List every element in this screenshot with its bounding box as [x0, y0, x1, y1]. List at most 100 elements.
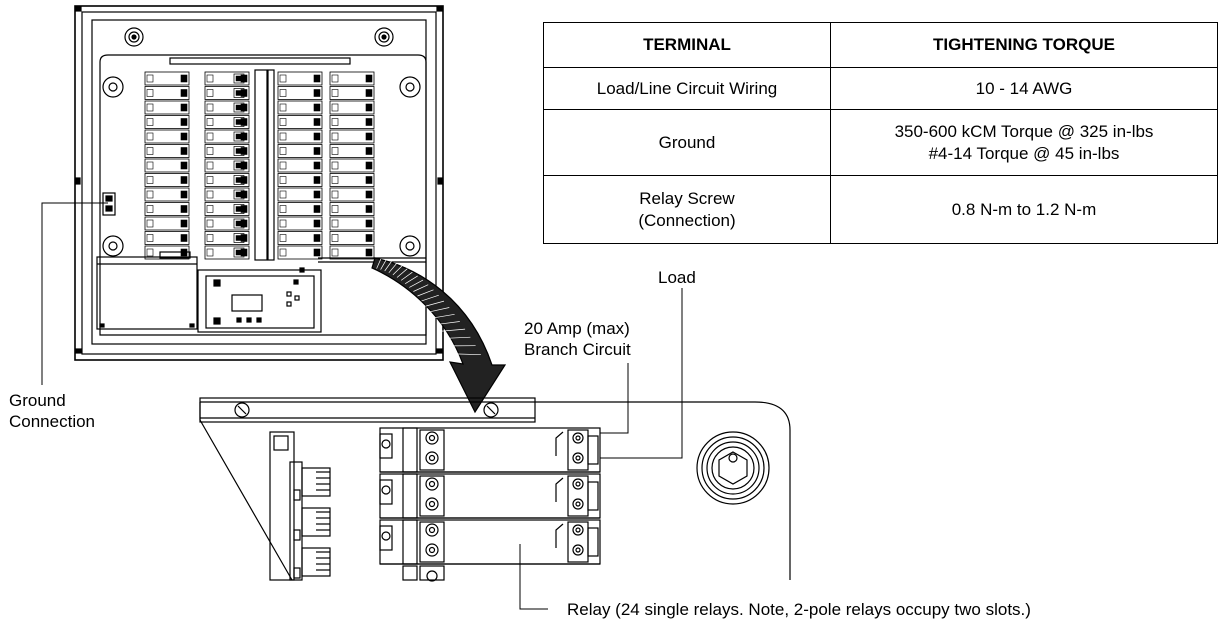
zoom-arrow — [371, 257, 507, 414]
panel-breaker — [233, 146, 245, 156]
panel-relay — [277, 129, 323, 144]
detail-relay — [379, 473, 601, 519]
panel-breaker — [233, 189, 245, 200]
panel-relay — [277, 158, 323, 173]
panel-relay — [144, 173, 190, 187]
panel-relay — [277, 187, 323, 202]
panel-relay — [329, 100, 375, 115]
panel-breaker — [233, 102, 245, 113]
terminal-cell: Ground — [543, 109, 831, 176]
terminal-cell: Load/Line Circuit Wiring — [543, 67, 831, 110]
ground-label-line: Ground — [9, 391, 66, 410]
ground-label-line: Connection — [9, 412, 96, 431]
panel-relay — [277, 71, 323, 86]
panel-relay — [329, 158, 375, 173]
panel-breaker — [233, 160, 245, 171]
panel-breaker — [233, 175, 245, 185]
panel-relay — [144, 71, 190, 86]
panel-relay — [329, 71, 375, 86]
table-row: Relay Screw (Connection) 0.8 N-m to 1.2 … — [543, 175, 1218, 244]
terminal-text: (Connection) — [638, 210, 736, 230]
load-label: Load — [658, 268, 696, 287]
panel-relay — [277, 115, 323, 129]
standoff — [102, 76, 124, 98]
panel-relay — [329, 86, 375, 100]
panel-relay — [329, 187, 375, 202]
panel-breaker — [233, 218, 245, 229]
table-row: Load/Line Circuit Wiring 10 - 14 AWG — [543, 67, 1218, 110]
panel-breaker — [233, 247, 245, 258]
terminal-text: Relay Screw — [639, 188, 735, 208]
ground-connection-label: Ground Connection — [9, 390, 95, 432]
panel-relay — [329, 115, 375, 129]
detail-relays — [379, 427, 601, 582]
panel-relay — [329, 173, 375, 187]
table-row: Ground 350-600 kCM Torque @ 325 in-lbs #… — [543, 109, 1218, 176]
torque-text: 350-600 kCM Torque @ 325 in-lbs — [894, 121, 1154, 141]
panel-relay — [144, 158, 190, 173]
panel-relay — [144, 129, 190, 144]
panel-relay — [144, 202, 190, 216]
torque-table: TERMINAL TIGHTENING TORQUE Load/Line Cir… — [543, 22, 1218, 244]
panel-relay — [277, 86, 323, 100]
panel-breaker — [233, 233, 245, 243]
ground-bar — [102, 192, 116, 216]
panel-relay — [329, 144, 375, 158]
terminal-cell: Relay Screw (Connection) — [543, 175, 831, 244]
callout-lines — [41, 202, 683, 610]
relay-label: Relay (24 single relays. Note, 2-pole re… — [567, 600, 1031, 619]
detail-view — [199, 397, 791, 582]
standoff — [102, 235, 124, 257]
panel-breaker — [233, 88, 245, 98]
rail-screw — [234, 402, 250, 418]
table-header-row: TERMINAL TIGHTENING TORQUE — [543, 22, 1218, 68]
panel-relay — [144, 144, 190, 158]
left-connectors — [269, 431, 331, 581]
rail-screw — [483, 402, 499, 418]
branch-label-line: 20 Amp (max) — [524, 319, 630, 338]
terminal-text: Load/Line Circuit Wiring — [596, 78, 778, 98]
power-supply-box — [96, 251, 198, 330]
controller-module — [197, 267, 322, 333]
mounting-hole — [124, 27, 144, 47]
standoff — [399, 235, 421, 257]
relay-banks — [144, 71, 375, 260]
panel-relay — [329, 231, 375, 245]
terminal-text: Ground — [658, 132, 716, 152]
panel-relay — [144, 115, 190, 129]
panel-relay — [277, 245, 323, 260]
panel-relay — [277, 100, 323, 115]
detail-relay — [379, 427, 601, 473]
knockout — [696, 431, 770, 505]
panel-relay — [277, 173, 323, 187]
panel-breaker — [233, 73, 245, 84]
panel-relay — [144, 187, 190, 202]
panel-relay — [144, 231, 190, 245]
panel-breaker — [233, 204, 245, 214]
panel-relay — [277, 231, 323, 245]
panel-relay — [277, 202, 323, 216]
panel-relay — [329, 129, 375, 144]
panel-relay — [329, 245, 375, 260]
mounting-hole — [374, 27, 394, 47]
torque-cell: 10 - 14 AWG — [830, 67, 1218, 110]
panel-breaker — [233, 131, 245, 142]
branch-circuit-label: 20 Amp (max) Branch Circuit — [524, 318, 631, 360]
panel-enclosure — [74, 5, 444, 361]
panel-relay — [329, 202, 375, 216]
branch-label-line: Branch Circuit — [524, 340, 631, 359]
torque-cell: 350-600 kCM Torque @ 325 in-lbs #4-14 To… — [830, 109, 1218, 176]
panel-relay — [329, 216, 375, 231]
torque-text: #4-14 Torque @ 45 in-lbs — [928, 143, 1120, 163]
panel-breaker — [233, 117, 245, 127]
header-torque: TIGHTENING TORQUE — [830, 22, 1218, 68]
torque-cell: 0.8 N-m to 1.2 N-m — [830, 175, 1218, 244]
standoff — [399, 76, 421, 98]
detail-relay-partial — [402, 565, 445, 582]
header-terminal: TERMINAL — [543, 22, 831, 68]
torque-text: 10 - 14 AWG — [975, 78, 1073, 98]
panel-relay — [144, 86, 190, 100]
panel-relay — [144, 100, 190, 115]
torque-text: 0.8 N-m to 1.2 N-m — [951, 199, 1097, 219]
panel-relay — [144, 216, 190, 231]
